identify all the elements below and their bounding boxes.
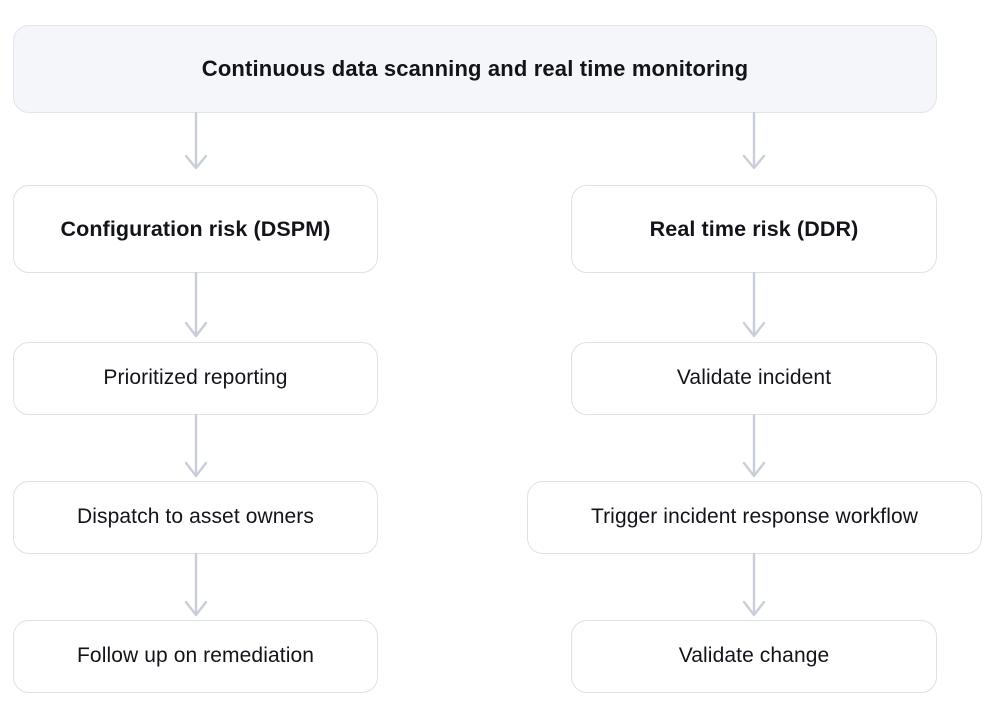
node-prioritized-reporting-label: Prioritized reporting — [103, 366, 288, 390]
node-configuration-risk-dspm[interactable]: Configuration risk (DSPM) — [13, 185, 378, 273]
node-prioritized-reporting[interactable]: Prioritized reporting — [13, 342, 378, 415]
arrow-validate-incident-to-trigger-workflow — [742, 413, 766, 478]
node-header-label: Continuous data scanning and real time m… — [201, 56, 749, 82]
node-trigger-incident-response-workflow-label: Trigger incident response workflow — [590, 505, 919, 529]
node-follow-up-on-remediation[interactable]: Follow up on remediation — [13, 620, 378, 693]
node-header-continuous-monitoring[interactable]: Continuous data scanning and real time m… — [13, 25, 937, 113]
node-real-time-risk-ddr-label: Real time risk (DDR) — [649, 216, 859, 241]
arrow-prioritized-reporting-to-dispatch — [184, 413, 208, 478]
node-dispatch-to-asset-owners-label: Dispatch to asset owners — [76, 505, 314, 529]
node-configuration-risk-dspm-label: Configuration risk (DSPM) — [60, 216, 331, 241]
node-trigger-incident-response-workflow[interactable]: Trigger incident response workflow — [527, 481, 982, 554]
node-follow-up-on-remediation-label: Follow up on remediation — [76, 644, 315, 668]
arrow-configuration-risk-to-prioritized-reporting — [184, 271, 208, 338]
node-validate-incident[interactable]: Validate incident — [571, 342, 937, 415]
arrow-dispatch-to-follow-up — [184, 552, 208, 617]
node-dispatch-to-asset-owners[interactable]: Dispatch to asset owners — [13, 481, 378, 554]
arrow-header-to-configuration-risk — [184, 111, 208, 170]
arrow-real-time-risk-to-validate-incident — [742, 271, 766, 338]
arrow-header-to-real-time-risk — [742, 111, 766, 170]
node-validate-incident-label: Validate incident — [676, 366, 832, 390]
node-real-time-risk-ddr[interactable]: Real time risk (DDR) — [571, 185, 937, 273]
arrow-trigger-workflow-to-validate-change — [742, 552, 766, 617]
node-validate-change-label: Validate change — [678, 644, 830, 668]
node-validate-change[interactable]: Validate change — [571, 620, 937, 693]
